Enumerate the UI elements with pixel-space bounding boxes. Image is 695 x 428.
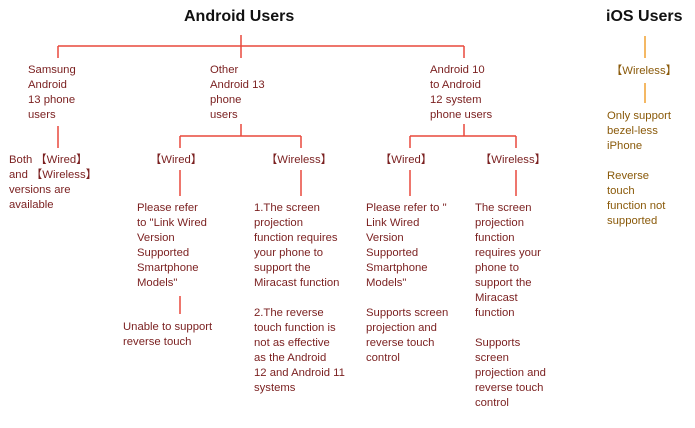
android10-12-wireless-label: 【Wireless】	[480, 154, 546, 166]
android10-12-label: Android 10 to Android 12 system phone us…	[430, 64, 493, 121]
ios-note: Only support bezel-less iPhone Reverse t…	[607, 110, 672, 227]
android10-12-wired-note: Please refer to " Link Wired Version Sup…	[366, 202, 449, 364]
android10-12-wired-label: 【Wired】	[380, 154, 433, 166]
other13-wired-label: 【Wired】	[150, 154, 203, 166]
android-connectors	[57, 35, 517, 314]
other13-wired-note: Please refer to "Link Wired Version Supp…	[137, 202, 207, 289]
ios-title: iOS Users	[606, 8, 683, 25]
other13-wireless-note: 1.The screen projection function require…	[254, 202, 345, 394]
samsung-label: Samsung Android 13 phone users	[28, 64, 76, 121]
other13-label: Other Android 13 phone users	[210, 64, 265, 121]
samsung-note: Both 【Wired】 and 【Wireless】 versions are…	[9, 154, 97, 211]
ios-wireless-label: 【Wireless】	[611, 65, 677, 77]
other13-wired-subnote: Unable to support reverse touch	[123, 321, 213, 348]
other13-wireless-label: 【Wireless】	[266, 154, 332, 166]
android10-12-wireless-note: The screen projection function requires …	[475, 202, 546, 409]
android-title: Android Users	[184, 8, 295, 25]
